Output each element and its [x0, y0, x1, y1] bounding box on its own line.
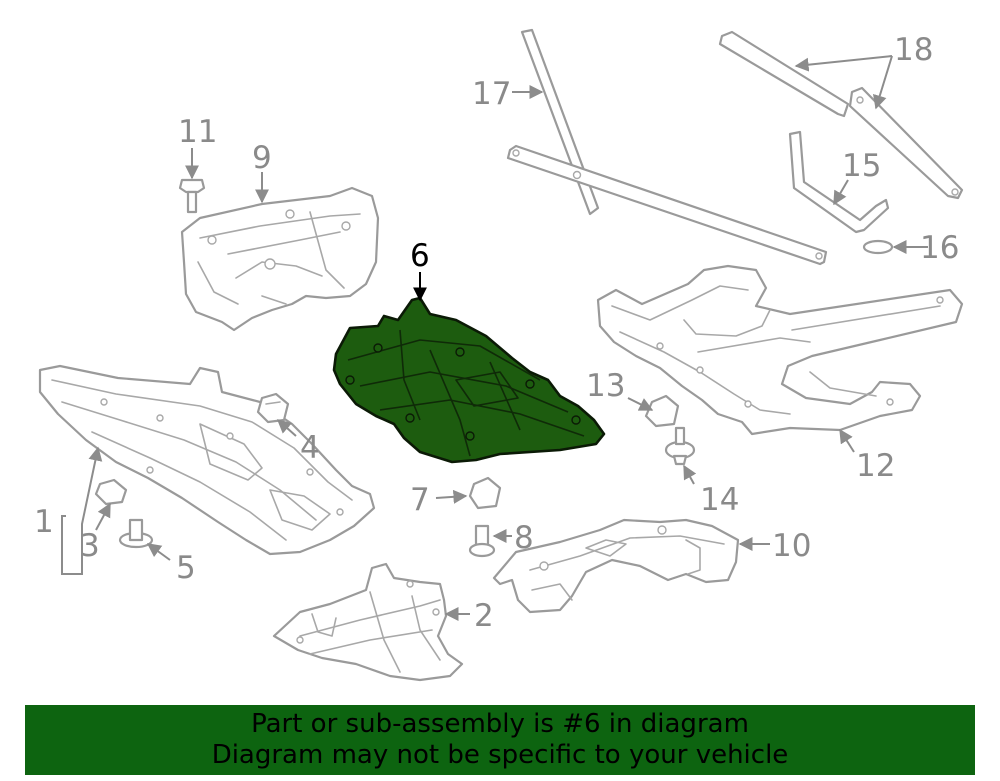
- part-2-lower-cover: [272, 562, 464, 682]
- part-5-bolt: [118, 518, 154, 549]
- callout-7: 7: [410, 482, 430, 518]
- callout-9: 9: [252, 140, 272, 176]
- part-11-bolt: [178, 178, 206, 214]
- leader-lines: [61, 55, 928, 621]
- part-9-bracket: [180, 186, 380, 332]
- callout-13: 13: [586, 368, 625, 404]
- banner-line-2: Diagram may not be specific to your vehi…: [211, 740, 789, 770]
- callout-10: 10: [772, 528, 811, 564]
- callout-16: 16: [920, 230, 959, 266]
- callout-15: 15: [842, 148, 881, 184]
- part-14-stud: [664, 426, 696, 466]
- part-17-strut: [506, 28, 828, 266]
- part-3-clip: [94, 478, 128, 506]
- part-12-frame: [596, 264, 964, 436]
- part-18-braces: [718, 30, 964, 200]
- callout-18: 18: [894, 32, 933, 68]
- banner-line-1: Part or sub-assembly is #6 in diagram: [251, 709, 749, 739]
- info-banner: Part or sub-assembly is #6 in diagram Di…: [25, 705, 975, 775]
- callout-8: 8: [514, 520, 534, 556]
- callout-6: 6: [410, 238, 430, 274]
- part-1-lower-cover: [38, 364, 376, 556]
- callout-17: 17: [472, 76, 511, 112]
- callout-2: 2: [474, 598, 494, 634]
- part-8-bolt: [468, 524, 496, 558]
- parts-diagram: 1 2 3 4 5 6 7 8 9 10 11 12 13 14 15 16 1…: [34, 28, 964, 682]
- callout-5: 5: [176, 550, 196, 586]
- part-15-bracket: [788, 130, 890, 234]
- part-7-clip: [468, 476, 502, 510]
- part-4-clip: [256, 392, 290, 424]
- callout-3: 3: [80, 528, 100, 564]
- callout-14: 14: [700, 482, 739, 518]
- callout-labels: 1 2 3 4 5 6 7 8 9 10 11 12 13 14 15 16 1…: [34, 32, 959, 634]
- part-10-bracket: [492, 518, 740, 614]
- callout-12: 12: [856, 448, 895, 484]
- callout-4: 4: [300, 430, 320, 466]
- part-6-undershield: [332, 296, 606, 464]
- callout-1: 1: [34, 504, 54, 540]
- part-16-washer: [862, 239, 894, 255]
- part-13-clip: [644, 394, 680, 428]
- callout-11: 11: [178, 114, 217, 150]
